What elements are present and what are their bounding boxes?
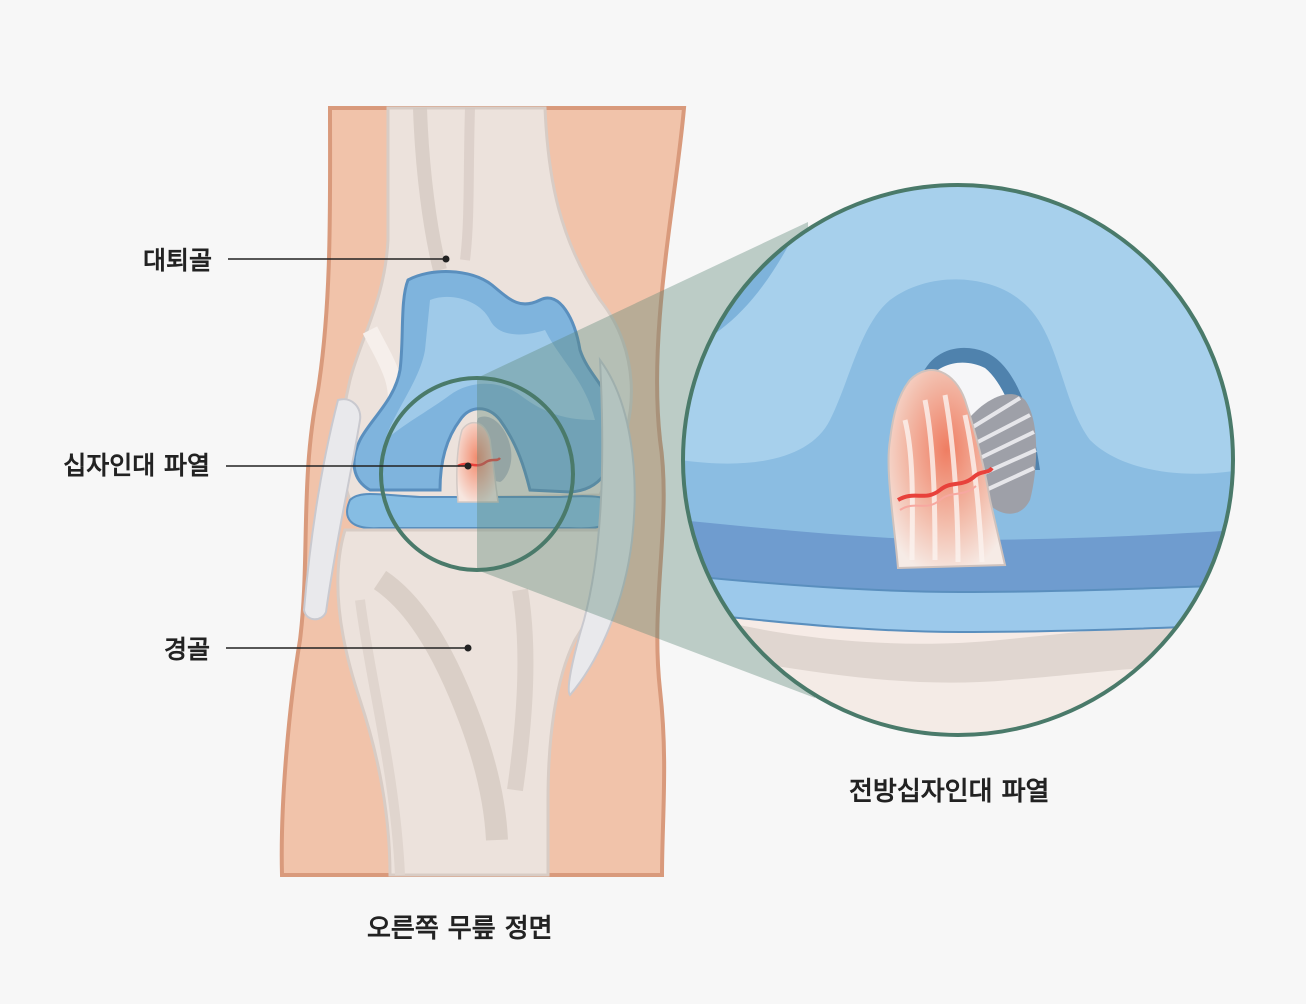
caption-knee-front-view: 오른쪽 무릎 정면 — [367, 914, 553, 944]
leader-lines — [226, 255, 472, 652]
label-acl-tear: 십자인대 파열 — [63, 451, 210, 480]
magnifier-small-ring — [379, 376, 575, 572]
medial-ligament — [302, 398, 362, 621]
lateral-ligament — [567, 356, 636, 697]
magnifier-big-ring — [681, 183, 1235, 737]
caption-anterior-cruciate-tear: 전방십자인대 파열 — [849, 777, 1050, 807]
acl-big — [887, 369, 1007, 570]
label-femur: 대퇴골 — [142, 246, 212, 275]
acl-small — [456, 416, 512, 503]
label-tibia: 경골 — [163, 635, 210, 664]
